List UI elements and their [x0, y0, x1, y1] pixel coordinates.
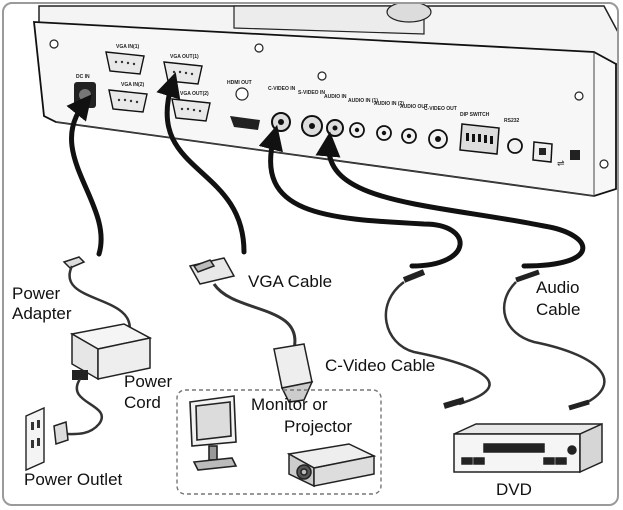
label-vga-out-1: VGA OUT(1) — [170, 54, 199, 60]
label-audio-out: AUDIO OUT — [400, 104, 428, 110]
vga-cable-icon — [188, 257, 314, 403]
label-hdmi-out: HDMI OUT — [227, 80, 252, 86]
monitor-icon — [189, 395, 238, 471]
arrow-audio-to-audio-in — [315, 131, 586, 269]
monitor-label-line2: Projector — [284, 417, 353, 436]
projector-icon — [286, 443, 377, 488]
arrow-power-to-dc-in — [66, 94, 104, 257]
label-rs232: RS232 — [504, 118, 520, 124]
label-c-video-out: C-VIDEO OUT — [424, 106, 457, 112]
connection-diagram: ⇌ DC IN VGA IN(1) VGA OUT(1) VGA IN(2) V… — [25, 4, 617, 495]
device-back-panel: ⇌ — [32, 4, 617, 197]
audio-cable-icon — [502, 269, 606, 411]
label-audio-in-2: AUDIO IN (2) — [374, 101, 404, 107]
label-vga-out-2: VGA OUT(2) — [180, 91, 209, 97]
label-audio-in-1: AUDIO IN (1) — [348, 98, 378, 104]
label-audio-in: AUDIO IN — [324, 94, 347, 100]
c-video-cable-icon — [384, 269, 491, 409]
dvd-player-icon — [453, 422, 603, 474]
panel-port-labels: DC IN VGA IN(1) VGA OUT(1) VGA IN(2) VGA… — [76, 44, 520, 124]
vga-cable-label: VGA Cable — [248, 272, 333, 291]
arrow-cvideo-to-cvideo-in — [258, 124, 463, 269]
power-outlet-label: Power Outlet — [24, 470, 123, 489]
power-outlet-icon — [25, 406, 45, 472]
c-video-cable-label: C-Video Cable — [325, 356, 436, 375]
power-cord-label-line1: Power — [124, 372, 173, 391]
dvd-label: DVD — [496, 480, 532, 499]
label-c-video-in: C-VIDEO IN — [268, 86, 296, 92]
label-vga-in-2: VGA IN(2) — [121, 82, 144, 88]
connection-arrows — [66, 72, 586, 269]
diagram-frame: ⇌ DC IN VGA IN(1) VGA OUT(1) VGA IN(2) V… — [2, 2, 619, 506]
monitor-label-line1: Monitor or — [251, 395, 328, 414]
svg-text:⇌: ⇌ — [557, 159, 565, 169]
label-vga-in-1: VGA IN(1) — [116, 44, 139, 50]
label-dc-in: DC IN — [76, 74, 90, 80]
power-adapter-label-line1: Power — [12, 284, 61, 303]
audio-cable-label-line2: Cable — [536, 300, 581, 319]
audio-cable-label-line1: Audio — [536, 278, 580, 297]
label-dip-switch: DIP SWITCH — [460, 112, 490, 118]
power-cord-label-line2: Cord — [124, 393, 161, 412]
label-s-video-in: S-VIDEO IN — [298, 90, 325, 96]
arrow-vga-to-vga-out — [156, 72, 247, 255]
power-adapter — [53, 256, 153, 446]
display-devices-box — [176, 389, 382, 495]
power-adapter-label-line2: Adapter — [12, 304, 72, 323]
